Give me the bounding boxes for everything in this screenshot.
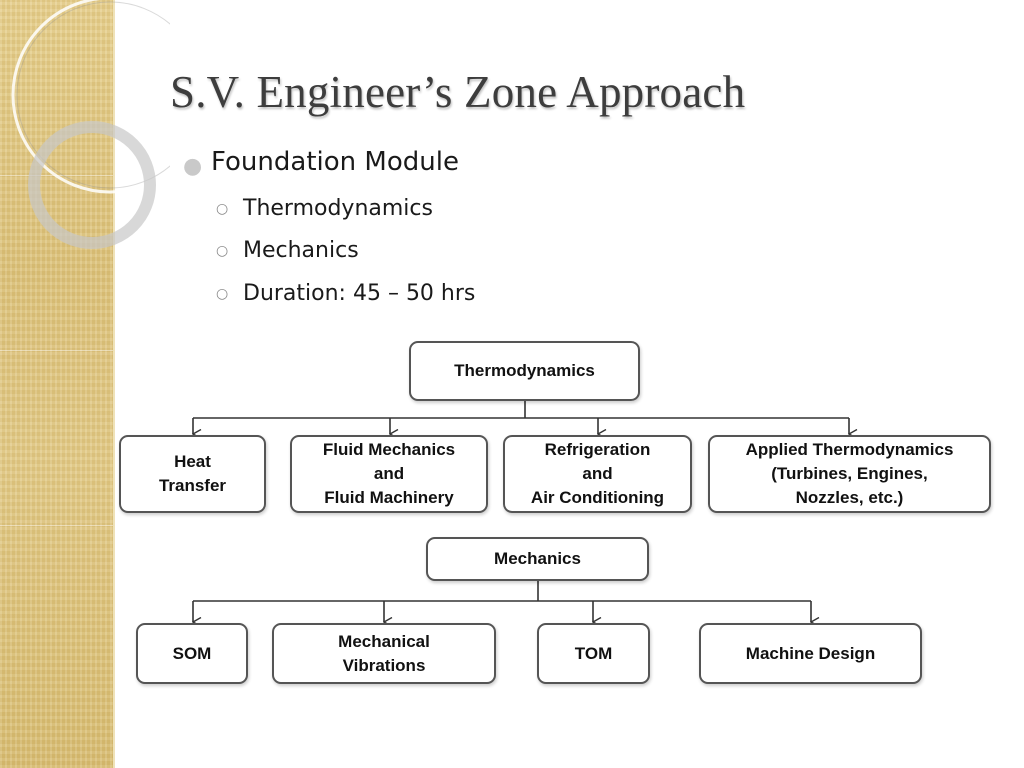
node-refrigeration: Refrigeration and Air Conditioning bbox=[503, 435, 692, 513]
node-fluid-mechanics: Fluid Mechanics and Fluid Machinery bbox=[290, 435, 488, 513]
decorative-ring-large bbox=[11, 0, 170, 194]
node-mechanical-vibrations: Mechanical Vibrations bbox=[272, 623, 496, 684]
node-tom: TOM bbox=[537, 623, 650, 684]
sub-bullet-mechanics: Mechanics bbox=[243, 238, 359, 263]
bullet-foundation-module: Foundation Module bbox=[211, 147, 459, 177]
node-thermodynamics: Thermodynamics bbox=[409, 341, 640, 401]
sidebar-seam bbox=[0, 350, 113, 351]
sidebar-seam bbox=[0, 525, 113, 526]
decorative-ring-small bbox=[28, 121, 156, 249]
sub-bullet-duration: Duration: 45 – 50 hrs bbox=[243, 281, 476, 306]
node-label: TOM bbox=[574, 643, 613, 663]
sub-bullet-thermodynamics: Thermodynamics bbox=[243, 196, 433, 221]
node-label: Applied Thermodynamics (Turbines, Engine… bbox=[745, 440, 954, 507]
node-label: Heat Transfer bbox=[158, 452, 227, 495]
node-som: SOM bbox=[136, 623, 248, 684]
node-label: Mechanical Vibrations bbox=[338, 631, 430, 675]
decorative-ring-large-inner bbox=[16, 1, 170, 189]
node-heat-transfer: Heat Transfer bbox=[119, 435, 266, 513]
sub-bullet-circle-icon: ○ bbox=[216, 286, 229, 302]
slide-title: S.V. Engineer’s Zone Approach bbox=[170, 67, 746, 117]
decorative-rings bbox=[11, 0, 170, 249]
node-machine-design: Machine Design bbox=[699, 623, 922, 684]
sub-bullet-circle-icon: ○ bbox=[216, 243, 229, 259]
node-mechanics: Mechanics bbox=[426, 537, 649, 581]
node-applied-thermodynamics: Applied Thermodynamics (Turbines, Engine… bbox=[708, 435, 991, 513]
node-label: SOM bbox=[172, 643, 212, 663]
node-label: Fluid Mechanics and Fluid Machinery bbox=[322, 440, 456, 507]
node-label: Thermodynamics bbox=[454, 361, 595, 380]
node-label: Mechanics bbox=[494, 549, 581, 568]
bullet-dot-icon: ● bbox=[183, 154, 203, 179]
node-label: Machine Design bbox=[745, 643, 876, 663]
node-label: Refrigeration and Air Conditioning bbox=[530, 440, 665, 507]
sub-bullet-circle-icon: ○ bbox=[216, 201, 229, 217]
